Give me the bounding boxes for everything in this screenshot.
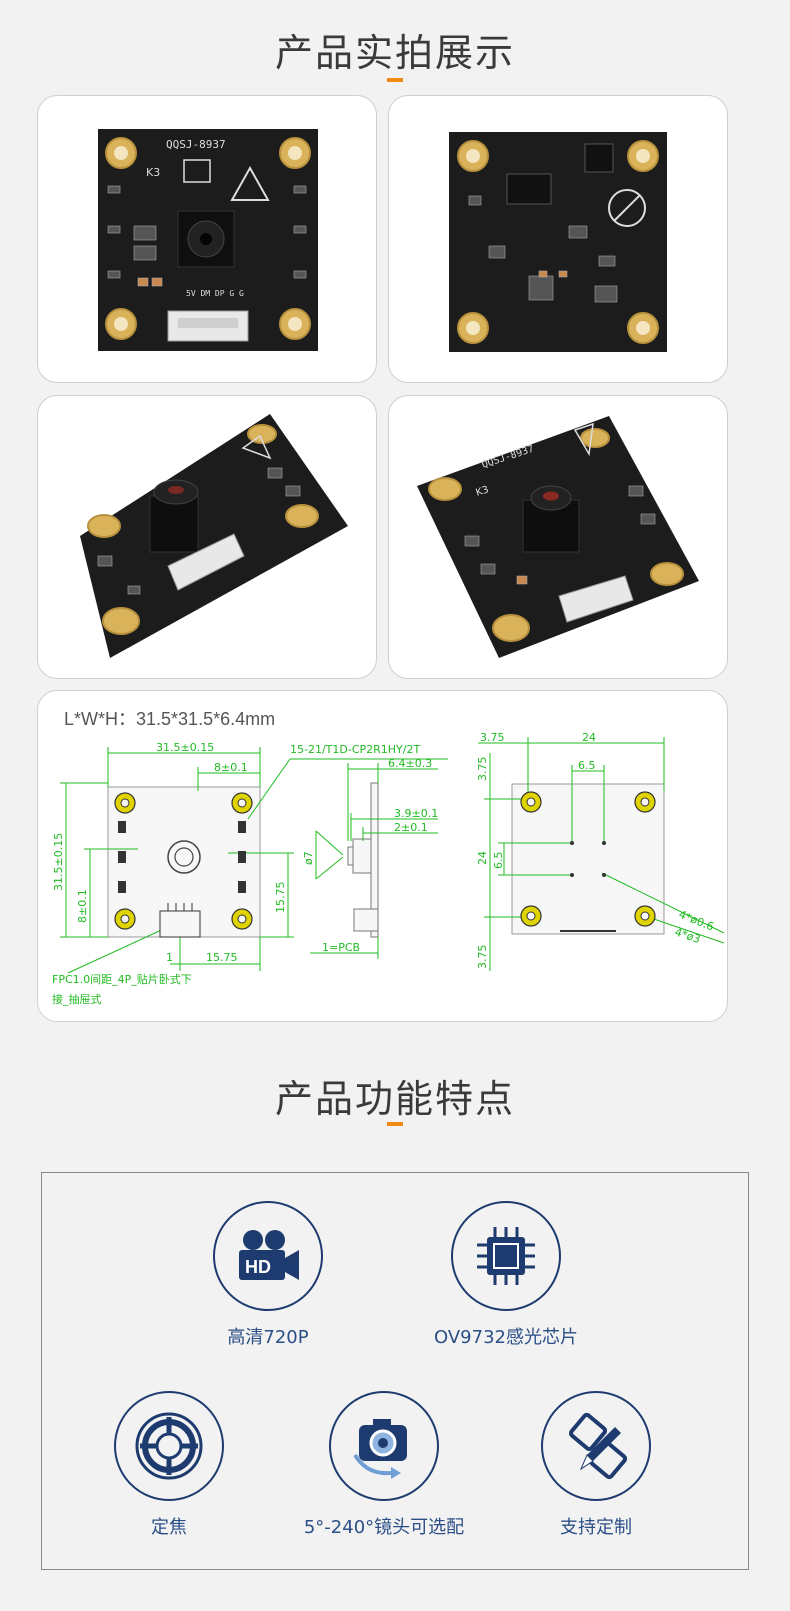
dim-phi7: ø7 bbox=[302, 851, 315, 865]
svg-text:HD: HD bbox=[245, 1257, 271, 1277]
pcb-angled-right-photo: QQSJ-8937 K3 bbox=[417, 416, 699, 658]
dim-r-24-top: 24 bbox=[582, 731, 596, 744]
rotate-camera-icon bbox=[329, 1391, 439, 1501]
dim-offset-8: 8±0.1 bbox=[214, 761, 248, 774]
dim-r-375-bottom: 3.75 bbox=[476, 945, 489, 970]
board-mark-text: K3 bbox=[146, 166, 160, 179]
dim-r-375-top: 3.75 bbox=[480, 731, 505, 744]
feature-customization-label: 支持定制 bbox=[560, 1517, 632, 1538]
dim-r-65-left: 6.5 bbox=[492, 852, 505, 870]
dim-thick-39: 3.9±0.1 bbox=[394, 807, 438, 820]
feature-chip: OV9732感光芯片 bbox=[406, 1201, 606, 1349]
pcb-back-photo bbox=[449, 132, 667, 352]
dim-horiz-1575: 15.75 bbox=[206, 951, 238, 964]
features-section-title: 产品功能特点 bbox=[274, 1077, 515, 1121]
dim-r-375-left: 3.75 bbox=[476, 757, 489, 782]
dim-height-total: 31.5±0.15 bbox=[52, 833, 65, 891]
photo-card-angled-left bbox=[37, 395, 377, 679]
feature-fixed-focus-label: 定焦 bbox=[151, 1517, 187, 1538]
feature-lens-angle: 5°-240°镜头可选配 bbox=[284, 1391, 484, 1539]
photos-section-title: 产品实拍展示 bbox=[274, 31, 515, 75]
feature-hd-label: 高清720P bbox=[227, 1327, 309, 1348]
dim-pcb: 1=PCB bbox=[322, 941, 360, 954]
angled-board-mark-text: K3 bbox=[475, 484, 491, 498]
features-title-underline bbox=[387, 1122, 403, 1126]
dim-vert-1575: 15.75 bbox=[274, 882, 287, 914]
chip-icon bbox=[451, 1201, 561, 1311]
hd-camera-icon: HD bbox=[213, 1201, 323, 1311]
dim-width-total: 31.5±0.15 bbox=[156, 741, 214, 754]
board-id-text: QQSJ-8937 bbox=[166, 138, 226, 151]
lens-focus-icon bbox=[114, 1391, 224, 1501]
pcb-angled-left-photo bbox=[80, 414, 348, 658]
photos-title-underline bbox=[387, 78, 403, 82]
photo-card-angled-right: QQSJ-8937 K3 bbox=[388, 395, 728, 679]
dim-one: 1 bbox=[166, 951, 173, 964]
feature-chip-label: OV9732感光芯片 bbox=[434, 1327, 578, 1348]
dim-r-24-left: 24 bbox=[476, 851, 489, 865]
dim-vert-8: 8±0.1 bbox=[76, 889, 89, 923]
feature-hd: HD 高清720P bbox=[168, 1201, 368, 1349]
pins-text: 5V DM DP G G bbox=[186, 289, 244, 298]
fpc-label-line2: 接_抽屉式 bbox=[52, 992, 102, 1006]
photo-card-front: QQSJ-8937 K3 5V DM DP G G bbox=[37, 95, 377, 383]
dimension-drawing-card: L*W*H：31.5*31.5*6.4mm bbox=[37, 690, 728, 1022]
dim-hole-3: 4*ø3 bbox=[673, 925, 702, 945]
dim-r-65-top: 6.5 bbox=[578, 759, 596, 772]
custom-design-icon bbox=[541, 1391, 651, 1501]
fpc-label-line1: FPC1.0间距_4P_贴片卧式下 bbox=[52, 972, 192, 986]
feature-customization: 支持定制 bbox=[496, 1391, 696, 1539]
photo-card-back bbox=[388, 95, 728, 383]
feature-fixed-focus: 定焦 bbox=[69, 1391, 269, 1539]
dim-thick-64: 6.4±0.3 bbox=[388, 757, 432, 770]
dim-thick-2: 2±0.1 bbox=[394, 821, 428, 834]
feature-lens-angle-label: 5°-240°镜头可选配 bbox=[303, 1517, 465, 1538]
features-panel: HD 高清720P OV9732感光芯片 bbox=[41, 1172, 749, 1570]
pcb-front-photo: QQSJ-8937 K3 5V DM DP G G bbox=[98, 129, 318, 351]
dimension-drawing: 31.5±0.15 8±0.1 31.5±0.15 8±0.1 15-21/T1… bbox=[52, 731, 725, 1006]
dim-led-part: 15-21/T1D-CP2R1HY/2T bbox=[290, 743, 420, 756]
dimensions-text: L*W*H：31.5*31.5*6.4mm bbox=[64, 709, 276, 729]
